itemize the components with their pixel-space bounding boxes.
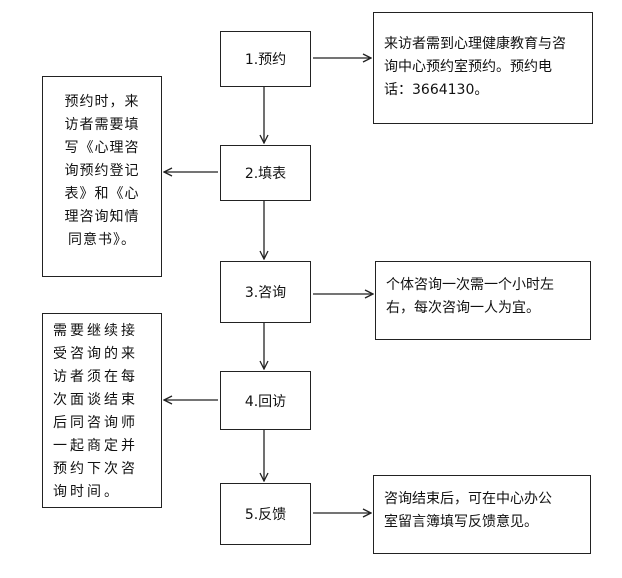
appointment-note: 来访者需到心理健康教育与咨 询中心预约室预约。预约电 话：3664130。 <box>373 12 593 124</box>
step-2-box: 2.填表 <box>220 145 311 201</box>
step-3-box: 3.咨询 <box>220 261 311 323</box>
step-3-label: 3.咨询 <box>244 285 287 301</box>
step-1-box: 1.预约 <box>220 31 311 87</box>
feedback-note: 咨询结束后，可在中心办公 室留言簿填写反馈意见。 <box>373 475 591 554</box>
followup-note: 需要继续接 受咨询的来 访者须在每 次面谈结束 后同咨询师 一起商定并 预约下次… <box>42 313 162 508</box>
step-5-box: 5.反馈 <box>220 483 311 545</box>
form-note: 预约时，来 访者需要填 写《心理咨 询预约登记 表》和《心 理咨询知情 同意书》… <box>42 76 162 277</box>
consult-note: 个体咨询一次需一个小时左 右，每次咨询一人为宜。 <box>375 261 591 340</box>
step-2-label: 2.填表 <box>244 166 287 182</box>
step-4-box: 4.回访 <box>220 371 311 430</box>
step-4-label: 4.回访 <box>244 393 287 410</box>
step-1-label: 1.预约 <box>244 52 287 68</box>
step-5-label: 5.反馈 <box>244 507 287 523</box>
